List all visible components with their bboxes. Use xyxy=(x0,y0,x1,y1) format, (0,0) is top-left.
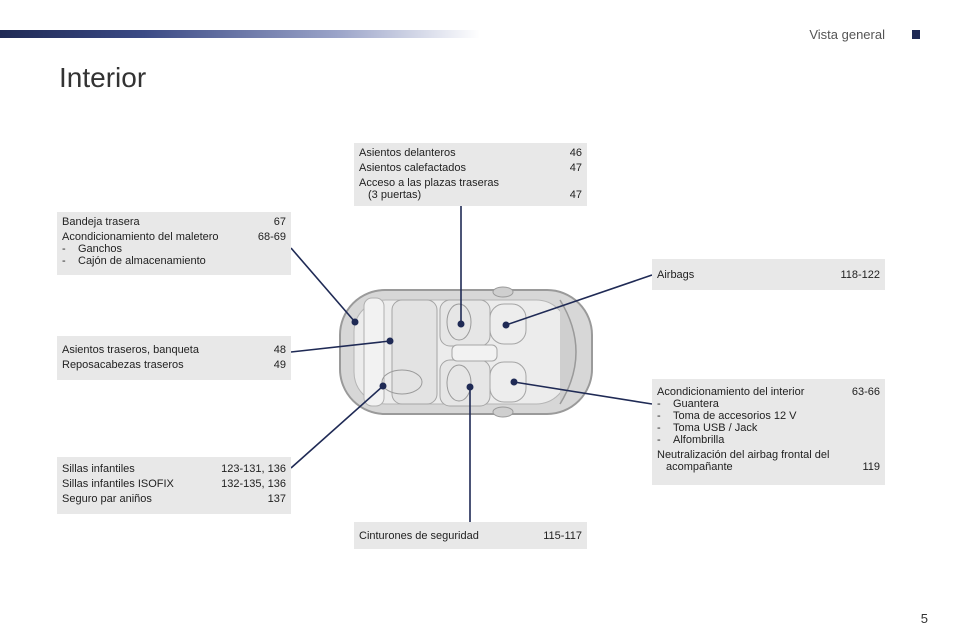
entry-page: 47 xyxy=(569,189,582,201)
entry-row: (3 puertas) 47 xyxy=(359,189,582,201)
list-item: -Guantera xyxy=(657,398,719,410)
entry-label: Bandeja trasera xyxy=(62,216,140,228)
entry-row: Acondicionamiento del maletero 68-69 xyxy=(62,231,286,243)
entry-page: 123-131, 136 xyxy=(221,463,286,475)
callout-box-rear-shelf: Bandeja trasera 67 Acondicionamiento del … xyxy=(57,212,291,275)
list-item: -Alfombrilla xyxy=(657,434,725,446)
entry-label: Sillas infantiles xyxy=(62,463,135,475)
page-number: 5 xyxy=(920,611,928,626)
entry-label: Acceso a las plazas traseras xyxy=(359,177,500,189)
entry-page: 115-117 xyxy=(543,530,582,542)
callout-box-airbags: Airbags 118-122 xyxy=(652,259,885,290)
entry-page: 132-135, 136 xyxy=(221,478,286,490)
entry-row: Bandeja trasera 67 xyxy=(62,216,286,228)
entry-page: 118-122 xyxy=(840,269,880,281)
entry-label: Seguro par aniños xyxy=(62,493,152,505)
entry-page: 63-66 xyxy=(851,386,880,398)
entry-page: 119 xyxy=(862,461,880,473)
entry-label: Sillas infantiles ISOFIX xyxy=(62,478,174,490)
callout-box-child-seats: Sillas infantiles 123-131, 136 Sillas inf… xyxy=(57,457,291,514)
entry-label: Asientos delanteros xyxy=(359,147,456,159)
entry-label: Asientos calefactados xyxy=(359,162,467,174)
list-item: -Toma USB / Jack xyxy=(657,422,758,434)
entry-page: 46 xyxy=(569,147,582,159)
section-title: Vista general xyxy=(809,27,885,42)
callout-box-front-seats: Asientos delanteros 46 Asientos calefacta… xyxy=(354,143,587,206)
callout-box-interior: Acondicionamiento del interior 63-66 -Gua… xyxy=(652,379,885,485)
entry-row: Acondicionamiento del interior 63-66 xyxy=(657,386,880,398)
entry-page: 47 xyxy=(569,162,582,174)
entry-row: Sillas infantiles 123-131, 136 xyxy=(62,463,286,475)
callout-lines xyxy=(290,206,653,522)
entry-row: Sillas infantiles ISOFIX 132-135, 136 xyxy=(62,478,286,490)
header-gradient-bar xyxy=(0,30,480,38)
entry-row: Acceso a las plazas traseras xyxy=(359,177,582,189)
entry-label: acompañante xyxy=(666,461,733,473)
entry-page: 48 xyxy=(273,344,286,356)
entry-page: 49 xyxy=(273,359,286,371)
entry-row: Cinturones de seguridad 115-117 xyxy=(359,530,582,542)
entry-row: acompañante 119 xyxy=(657,461,880,473)
car-illustration xyxy=(339,286,593,418)
entry-page: 68-69 xyxy=(257,231,286,243)
entry-page: 137 xyxy=(267,493,286,505)
entry-label: Asientos traseros, banqueta xyxy=(62,344,199,356)
entry-row: Airbags 118-122 xyxy=(657,269,880,281)
entry-row: Asientos delanteros 46 xyxy=(359,147,582,159)
section-marker-square xyxy=(912,30,920,39)
entry-label: Cinturones de seguridad xyxy=(359,530,479,542)
entry-page: 67 xyxy=(273,216,286,228)
list-item: -Ganchos xyxy=(62,243,123,255)
callout-box-seatbelts: Cinturones de seguridad 115-117 xyxy=(354,522,587,549)
entry-label: Acondicionamiento del interior xyxy=(657,386,805,398)
callout-box-rear-seats: Asientos traseros, banqueta 48 Reposacabe… xyxy=(57,336,291,380)
entry-row: Seguro par aniños 137 xyxy=(62,493,286,505)
list-item: -Toma de accesorios 12 V xyxy=(657,410,797,422)
entry-row: Neutralización del airbag frontal del xyxy=(657,449,880,461)
list-item: -Cajón de almacenamiento xyxy=(62,255,206,267)
entry-row: Asientos calefactados 47 xyxy=(359,162,582,174)
entry-row: Asientos traseros, banqueta 48 xyxy=(62,344,286,356)
page-title: Interior xyxy=(59,62,147,93)
entry-label: Acondicionamiento del maletero xyxy=(62,231,219,243)
callout-dots xyxy=(351,318,518,391)
entry-label: Neutralización del airbag frontal del xyxy=(657,449,830,461)
entry-label: Airbags xyxy=(657,269,695,281)
entry-row: Reposacabezas traseros 49 xyxy=(62,359,286,371)
entry-label: (3 puertas) xyxy=(368,189,422,201)
entry-label: Reposacabezas traseros xyxy=(62,359,184,371)
